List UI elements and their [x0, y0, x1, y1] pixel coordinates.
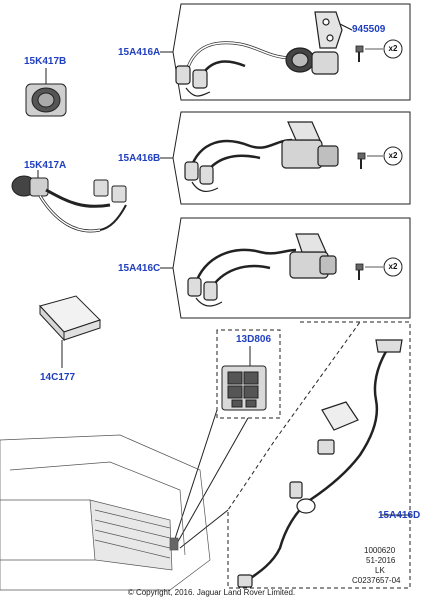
pointer-switch	[171, 409, 218, 549]
label-15A416A: 15A416A	[118, 47, 161, 58]
adaptor-15K417A	[11, 170, 127, 233]
label-945509: 945509	[352, 24, 386, 35]
qty-circle-1	[383, 39, 403, 59]
copyright-notice: © Copyright, 2016. Jaguar Land Rover Lim…	[127, 588, 296, 597]
ref-line-4: C0237657-04	[352, 576, 401, 585]
qty-label-2: x2	[388, 151, 398, 160]
label-15K417A: 15K417A	[24, 160, 67, 171]
harness-15A416C	[187, 233, 337, 307]
pointer-harness	[179, 509, 229, 549]
harness-15A416A	[175, 11, 353, 97]
vehicle-loadspace	[0, 434, 211, 591]
screw-c	[355, 263, 383, 280]
panel-15A416A	[172, 3, 411, 101]
panel-15A416C	[172, 217, 411, 319]
switch-13D806	[221, 346, 267, 411]
socket-15K417B	[25, 68, 67, 117]
panel-15A416B	[172, 111, 411, 205]
label-13D806: 13D806	[236, 334, 272, 345]
label-15K417B: 15K417B	[24, 56, 67, 67]
screw-a	[355, 45, 383, 62]
module-14C177	[39, 295, 101, 368]
panel-13D806	[216, 329, 281, 419]
label-14C177: 14C177	[40, 372, 76, 383]
label-15A416B: 15A416B	[118, 153, 161, 164]
qty-label-1: x2	[388, 44, 398, 53]
qty-circle-3	[383, 257, 403, 277]
harness-15A416B	[184, 121, 339, 192]
harness-15A416D	[237, 339, 403, 588]
ref-line-1: 1000620	[364, 546, 396, 555]
screw-b	[357, 152, 383, 169]
qty-circle-2	[383, 146, 403, 166]
ref-line-2: 51-2016	[366, 556, 396, 565]
label-15A416C: 15A416C	[118, 263, 161, 274]
ref-line-3: LK	[375, 566, 385, 575]
label-15A416D: 15A416D	[378, 510, 421, 521]
pointer-switch-2	[175, 417, 249, 546]
qty-label-3: x2	[388, 262, 398, 271]
